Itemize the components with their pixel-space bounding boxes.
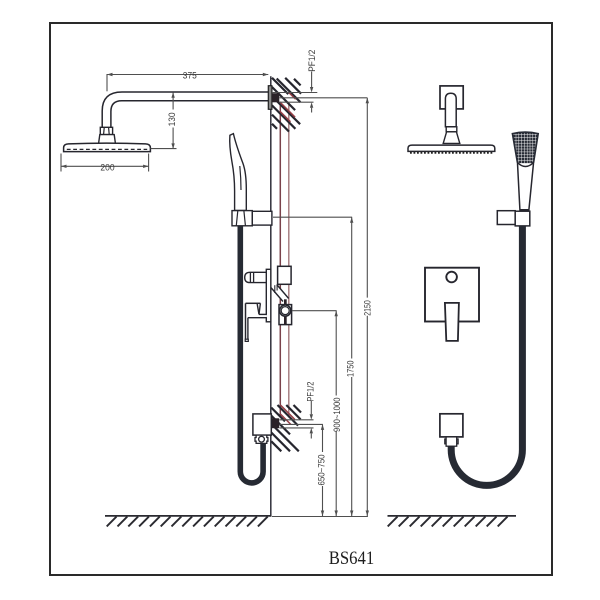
svg-text:2150: 2150: [363, 300, 374, 316]
svg-text:375: 375: [183, 70, 197, 81]
svg-text:1750: 1750: [345, 360, 356, 377]
svg-text:PF1/2: PF1/2: [306, 382, 317, 402]
svg-text:650~750: 650~750: [316, 455, 327, 486]
svg-text:PF1/2: PF1/2: [307, 50, 318, 72]
svg-text:130: 130: [167, 112, 178, 126]
svg-text:BS641: BS641: [329, 548, 375, 569]
svg-text:900~1000: 900~1000: [332, 397, 343, 432]
svg-text:200: 200: [100, 162, 114, 173]
